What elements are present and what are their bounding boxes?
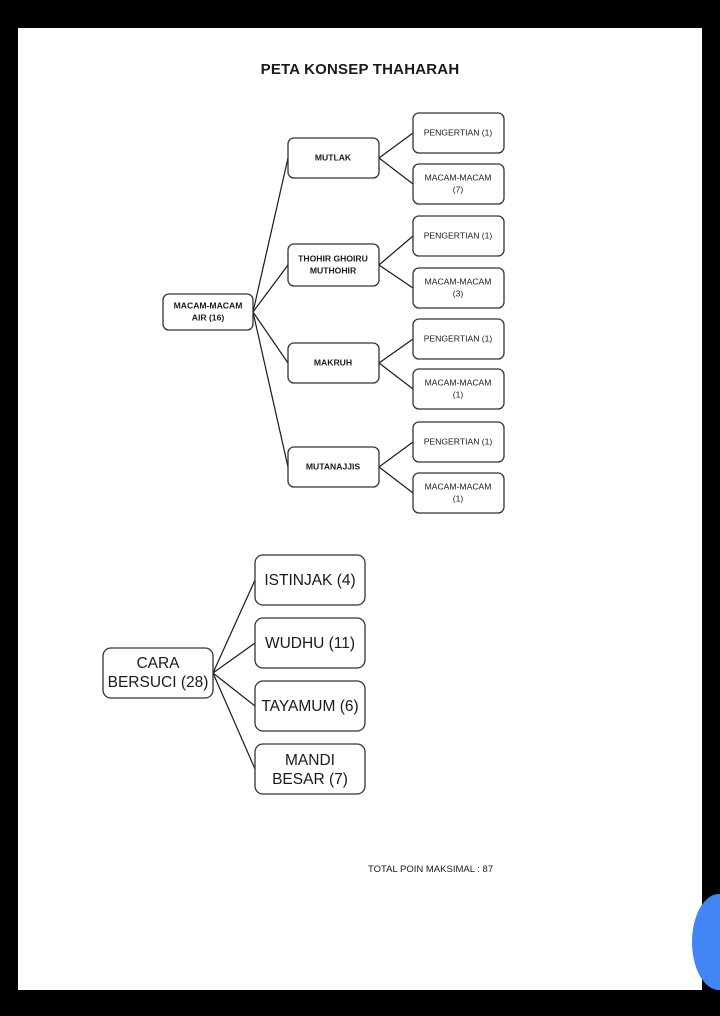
node-wudhu-label: WUDHU (11) — [265, 635, 355, 652]
node-mutanajjis-macam-box[interactable] — [412, 472, 505, 514]
node-macam-macam-air-line1: MACAM-MACAM — [174, 300, 243, 310]
node-thohir-pengertian-label: PENGERTIAN (1) — [424, 230, 493, 240]
node-thohir-ghoiru-muthohir[interactable]: THOHIR GHOIRU MUTHOHIR — [287, 243, 380, 287]
link-thohir-macam — [378, 264, 414, 289]
connectors-mutanajjis — [378, 441, 414, 494]
connectors-makruh — [378, 338, 414, 390]
node-mandi-besar-box[interactable] — [254, 743, 366, 795]
node-mutlak-label: MUTLAK — [315, 152, 352, 162]
node-istinjak-box[interactable] — [254, 554, 366, 606]
node-thohir-macam-box[interactable] — [412, 267, 505, 309]
total-points-label: TOTAL POIN MAKSIMAL : 87 — [368, 864, 494, 875]
node-mandi-besar[interactable]: MANDI BESAR (7) — [254, 743, 366, 795]
node-mutanajjis[interactable]: MUTANAJJIS — [287, 446, 380, 488]
document-page: PETA KONSEP THAHARAH — [18, 28, 702, 990]
node-makruh[interactable]: MAKRUH — [287, 342, 380, 384]
page-title: PETA KONSEP THAHARAH — [260, 61, 460, 78]
node-cara-bersuci-line1: CARA — [136, 655, 180, 672]
link-mutlak-pengertian — [378, 132, 414, 159]
node-thohir-ghoiru-muthohir-line1: THOHIR GHOIRU — [298, 253, 368, 263]
connectors-bersuci — [212, 579, 256, 770]
node-cara-bersuci-line2: BERSUCI (28) — [108, 674, 209, 691]
link-mutanajjis-pengertian — [378, 441, 414, 468]
node-makruh-macam-box[interactable] — [412, 368, 505, 410]
node-cara-bersuci[interactable]: CARA BERSUCI (28) — [102, 647, 214, 699]
link-root-makruh — [252, 311, 289, 364]
node-mutlak-macam-line1: MACAM-MACAM — [425, 172, 492, 182]
node-tayamum-box[interactable] — [254, 680, 366, 732]
node-makruh-macam-line2: (1) — [453, 389, 464, 399]
node-makruh-pengertian-box[interactable] — [412, 318, 505, 360]
node-thohir-ghoiru-muthohir-line2: MUTHOHIR — [310, 265, 357, 275]
node-istinjak-label: ISTINJAK (4) — [264, 572, 355, 589]
link-bersuci-mandi-besar — [212, 672, 256, 770]
node-tayamum[interactable]: TAYAMUM (6) — [254, 680, 366, 732]
link-mutanajjis-macam — [378, 466, 414, 494]
node-makruh-pengertian[interactable]: PENGERTIAN (1) — [412, 318, 505, 360]
node-mutlak-macam[interactable]: MACAM-MACAM (7) — [412, 163, 505, 205]
link-root-mutlak — [252, 157, 289, 313]
node-cara-bersuci-box[interactable] — [102, 647, 214, 699]
node-mutlak-pengertian[interactable]: PENGERTIAN (1) — [412, 112, 505, 154]
node-macam-macam-air-box[interactable] — [162, 293, 254, 331]
node-mutlak-macam-box[interactable] — [412, 163, 505, 205]
link-bersuci-istinjak — [212, 579, 256, 674]
node-wudhu[interactable]: WUDHU (11) — [254, 617, 366, 669]
link-bersuci-tayamum — [212, 672, 256, 707]
node-makruh-macam[interactable]: MACAM-MACAM (1) — [412, 368, 505, 410]
node-mutanajjis-pengertian-label: PENGERTIAN (1) — [424, 436, 493, 446]
node-mutlak-pengertian-box[interactable] — [412, 112, 505, 154]
concept-map-bersuci: CARA BERSUCI (28) ISTINJAK (4) WUDHU (11… — [102, 554, 366, 795]
node-thohir-macam[interactable]: MACAM-MACAM (3) — [412, 267, 505, 309]
connectors-mutlak — [378, 132, 414, 185]
node-macam-macam-air[interactable]: MACAM-MACAM AIR (16) — [162, 293, 254, 331]
node-mutlak-box[interactable] — [287, 137, 380, 179]
node-thohir-macam-line1: MACAM-MACAM — [425, 276, 492, 286]
node-mutanajjis-macam-line1: MACAM-MACAM — [425, 481, 492, 491]
node-makruh-label: MAKRUH — [314, 357, 352, 367]
node-istinjak[interactable]: ISTINJAK (4) — [254, 554, 366, 606]
node-tayamum-label: TAYAMUM (6) — [261, 698, 358, 715]
connectors-thohir — [378, 235, 414, 289]
link-root-thohir — [252, 264, 289, 313]
node-mutlak-pengertian-label: PENGERTIAN (1) — [424, 127, 493, 137]
link-makruh-pengertian — [378, 338, 414, 364]
node-mutlak-macam-line2: (7) — [453, 184, 464, 194]
node-thohir-pengertian[interactable]: PENGERTIAN (1) — [412, 215, 505, 257]
node-thohir-macam-line2: (3) — [453, 288, 464, 298]
node-thohir-ghoiru-muthohir-box[interactable] — [287, 243, 380, 287]
node-mandi-besar-line1: MANDI — [285, 752, 335, 769]
link-root-mutanajjis — [252, 311, 289, 468]
node-mutanajjis-pengertian-box[interactable] — [412, 421, 505, 463]
node-mutanajjis-box[interactable] — [287, 446, 380, 488]
connectors-root-to-branches — [252, 157, 289, 468]
node-makruh-pengertian-label: PENGERTIAN (1) — [424, 333, 493, 343]
node-mutanajjis-label: MUTANAJJIS — [306, 461, 361, 471]
node-mutlak[interactable]: MUTLAK — [287, 137, 380, 179]
node-thohir-pengertian-box[interactable] — [412, 215, 505, 257]
node-mutanajjis-macam[interactable]: MACAM-MACAM (1) — [412, 472, 505, 514]
node-makruh-box[interactable] — [287, 342, 380, 384]
link-makruh-macam — [378, 362, 414, 390]
concept-map-air: MACAM-MACAM AIR (16) MUTLAK THOHIR GHOIR… — [162, 112, 505, 514]
link-bersuci-wudhu — [212, 642, 256, 674]
node-wudhu-box[interactable] — [254, 617, 366, 669]
concept-map-canvas: MACAM-MACAM AIR (16) MUTLAK THOHIR GHOIR… — [102, 112, 505, 795]
link-thohir-pengertian — [378, 235, 414, 266]
node-mutanajjis-pengertian[interactable]: PENGERTIAN (1) — [412, 421, 505, 463]
node-mutanajjis-macam-line2: (1) — [453, 493, 464, 503]
node-macam-macam-air-line2: AIR (16) — [192, 312, 225, 322]
link-mutlak-macam — [378, 157, 414, 185]
node-mandi-besar-line2: BESAR (7) — [272, 771, 348, 788]
node-makruh-macam-line1: MACAM-MACAM — [425, 377, 492, 387]
